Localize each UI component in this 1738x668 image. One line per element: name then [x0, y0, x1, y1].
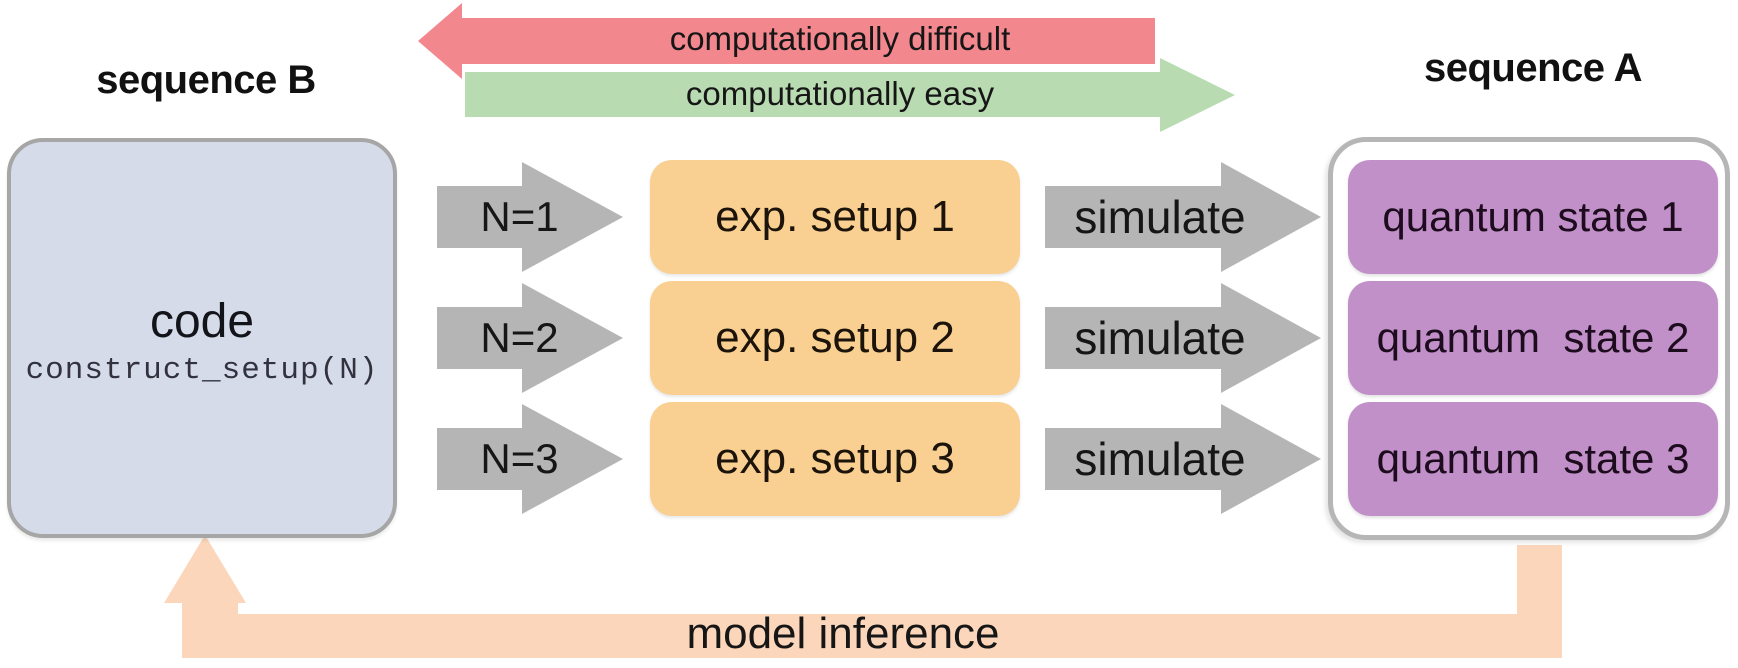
computationally-difficult-arrow-icon — [418, 3, 1155, 79]
n3-label: N=3 — [480, 435, 559, 482]
exp-setup-2-label: exp. setup 2 — [715, 313, 955, 362]
n1-label: N=1 — [480, 193, 559, 240]
n2-label: N=2 — [480, 314, 559, 361]
exp-setup-3-box: exp. setup 3 — [650, 402, 1020, 516]
quantum-state-1-box: quantum state 1 — [1348, 160, 1718, 274]
simulate-label-3: simulate — [1074, 433, 1246, 485]
simulate-label-1: simulate — [1074, 191, 1246, 243]
sequence-b-title: sequence B — [96, 57, 316, 102]
quantum-state-2-box: quantum state 2 — [1348, 281, 1718, 395]
sequence-b-box — [7, 138, 397, 538]
computationally-difficult-label: computationally difficult — [669, 20, 1011, 57]
exp-setup-1-box: exp. setup 1 — [650, 160, 1020, 274]
simulate-arrow-3-icon — [1045, 404, 1321, 514]
n2-arrow-icon — [437, 283, 623, 393]
n1-arrow-icon — [437, 162, 623, 272]
quantum-state-3-box: quantum state 3 — [1348, 402, 1718, 516]
exp-setup-3-label: exp. setup 3 — [715, 434, 955, 483]
simulate-arrow-1-icon — [1045, 162, 1321, 272]
exp-setup-2-box: exp. setup 2 — [650, 281, 1020, 395]
exp-setup-1-label: exp. setup 1 — [715, 192, 955, 241]
quantum-state-1-label: quantum state 1 — [1382, 193, 1684, 240]
computationally-easy-label: computationally easy — [685, 74, 995, 112]
simulate-label-2: simulate — [1074, 312, 1246, 364]
quantum-state-2-label: quantum state 2 — [1376, 314, 1690, 361]
code-heading: code — [149, 294, 255, 348]
model-inference-label: model inference — [686, 609, 1000, 658]
model-inference-arrow-icon — [164, 535, 1562, 658]
simulate-arrow-2-icon — [1045, 283, 1321, 393]
sequence-a-title: sequence A — [1423, 45, 1643, 90]
quantum-state-3-label: quantum state 3 — [1376, 435, 1690, 482]
n3-arrow-icon — [437, 404, 623, 514]
code-function-text: construct_setup(N) — [25, 352, 379, 388]
computationally-easy-arrow-icon — [465, 58, 1235, 132]
